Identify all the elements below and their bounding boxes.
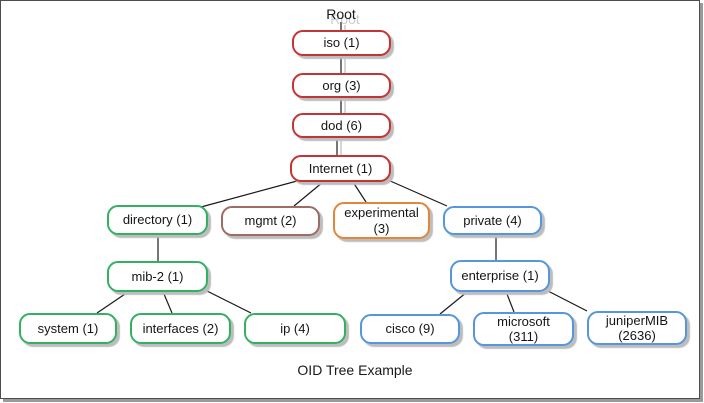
node-mib2: mib-2 (1) [107,261,208,292]
node-org: org (3) [292,73,391,98]
node-directory: directory (1) [107,205,208,235]
node-ip: ip (4) [244,313,346,344]
node-private-label: private (4) [463,212,522,228]
node-mgmt: mgmt (2) [221,206,320,236]
node-microsoft: microsoft (311) [473,312,574,346]
node-enterprise-label: enterprise (1) [461,268,539,284]
node-cisco: cisco (9) [360,314,460,344]
node-private: private (4) [443,206,542,235]
node-system-label: system (1) [37,320,99,336]
node-dod: dod (6) [292,113,391,138]
node-junipermib: juniperMIB (2636) [587,311,687,345]
node-microsoft-sublabel: (311) [508,329,539,344]
node-enterprise: enterprise (1) [450,260,550,292]
node-experimental: experimental (3) [333,202,430,239]
node-internet: Internet (1) [290,155,391,182]
root-label: Root [326,6,356,22]
node-internet-label: Internet (1) [308,160,373,176]
node-mgmt-label: mgmt (2) [244,213,297,229]
node-mib2-label: mib-2 (1) [131,268,184,284]
node-experimental-label: experimental [344,205,419,221]
node-experimental-sublabel: (3) [373,220,390,236]
diagram-caption: OID Tree Example [297,362,413,378]
node-cisco-label: cisco (9) [385,321,435,337]
node-iso: iso (1) [292,30,391,56]
node-dod-label: dod (6) [320,117,363,133]
node-interfaces-label: interfaces (2) [142,320,219,336]
root-label-shadow: Root [330,11,360,27]
node-ip-label: ip (4) [280,320,310,336]
node-microsoft-label: microsoft [497,313,550,329]
node-interfaces: interfaces (2) [130,313,231,344]
node-junipermib-label: juniperMIB [605,312,669,328]
node-junipermib-sublabel: (2636) [618,328,656,343]
node-directory-label: directory (1) [122,212,193,228]
node-iso-label: iso (1) [323,35,360,51]
node-system: system (1) [19,313,117,344]
node-org-label: org (3) [322,77,361,93]
